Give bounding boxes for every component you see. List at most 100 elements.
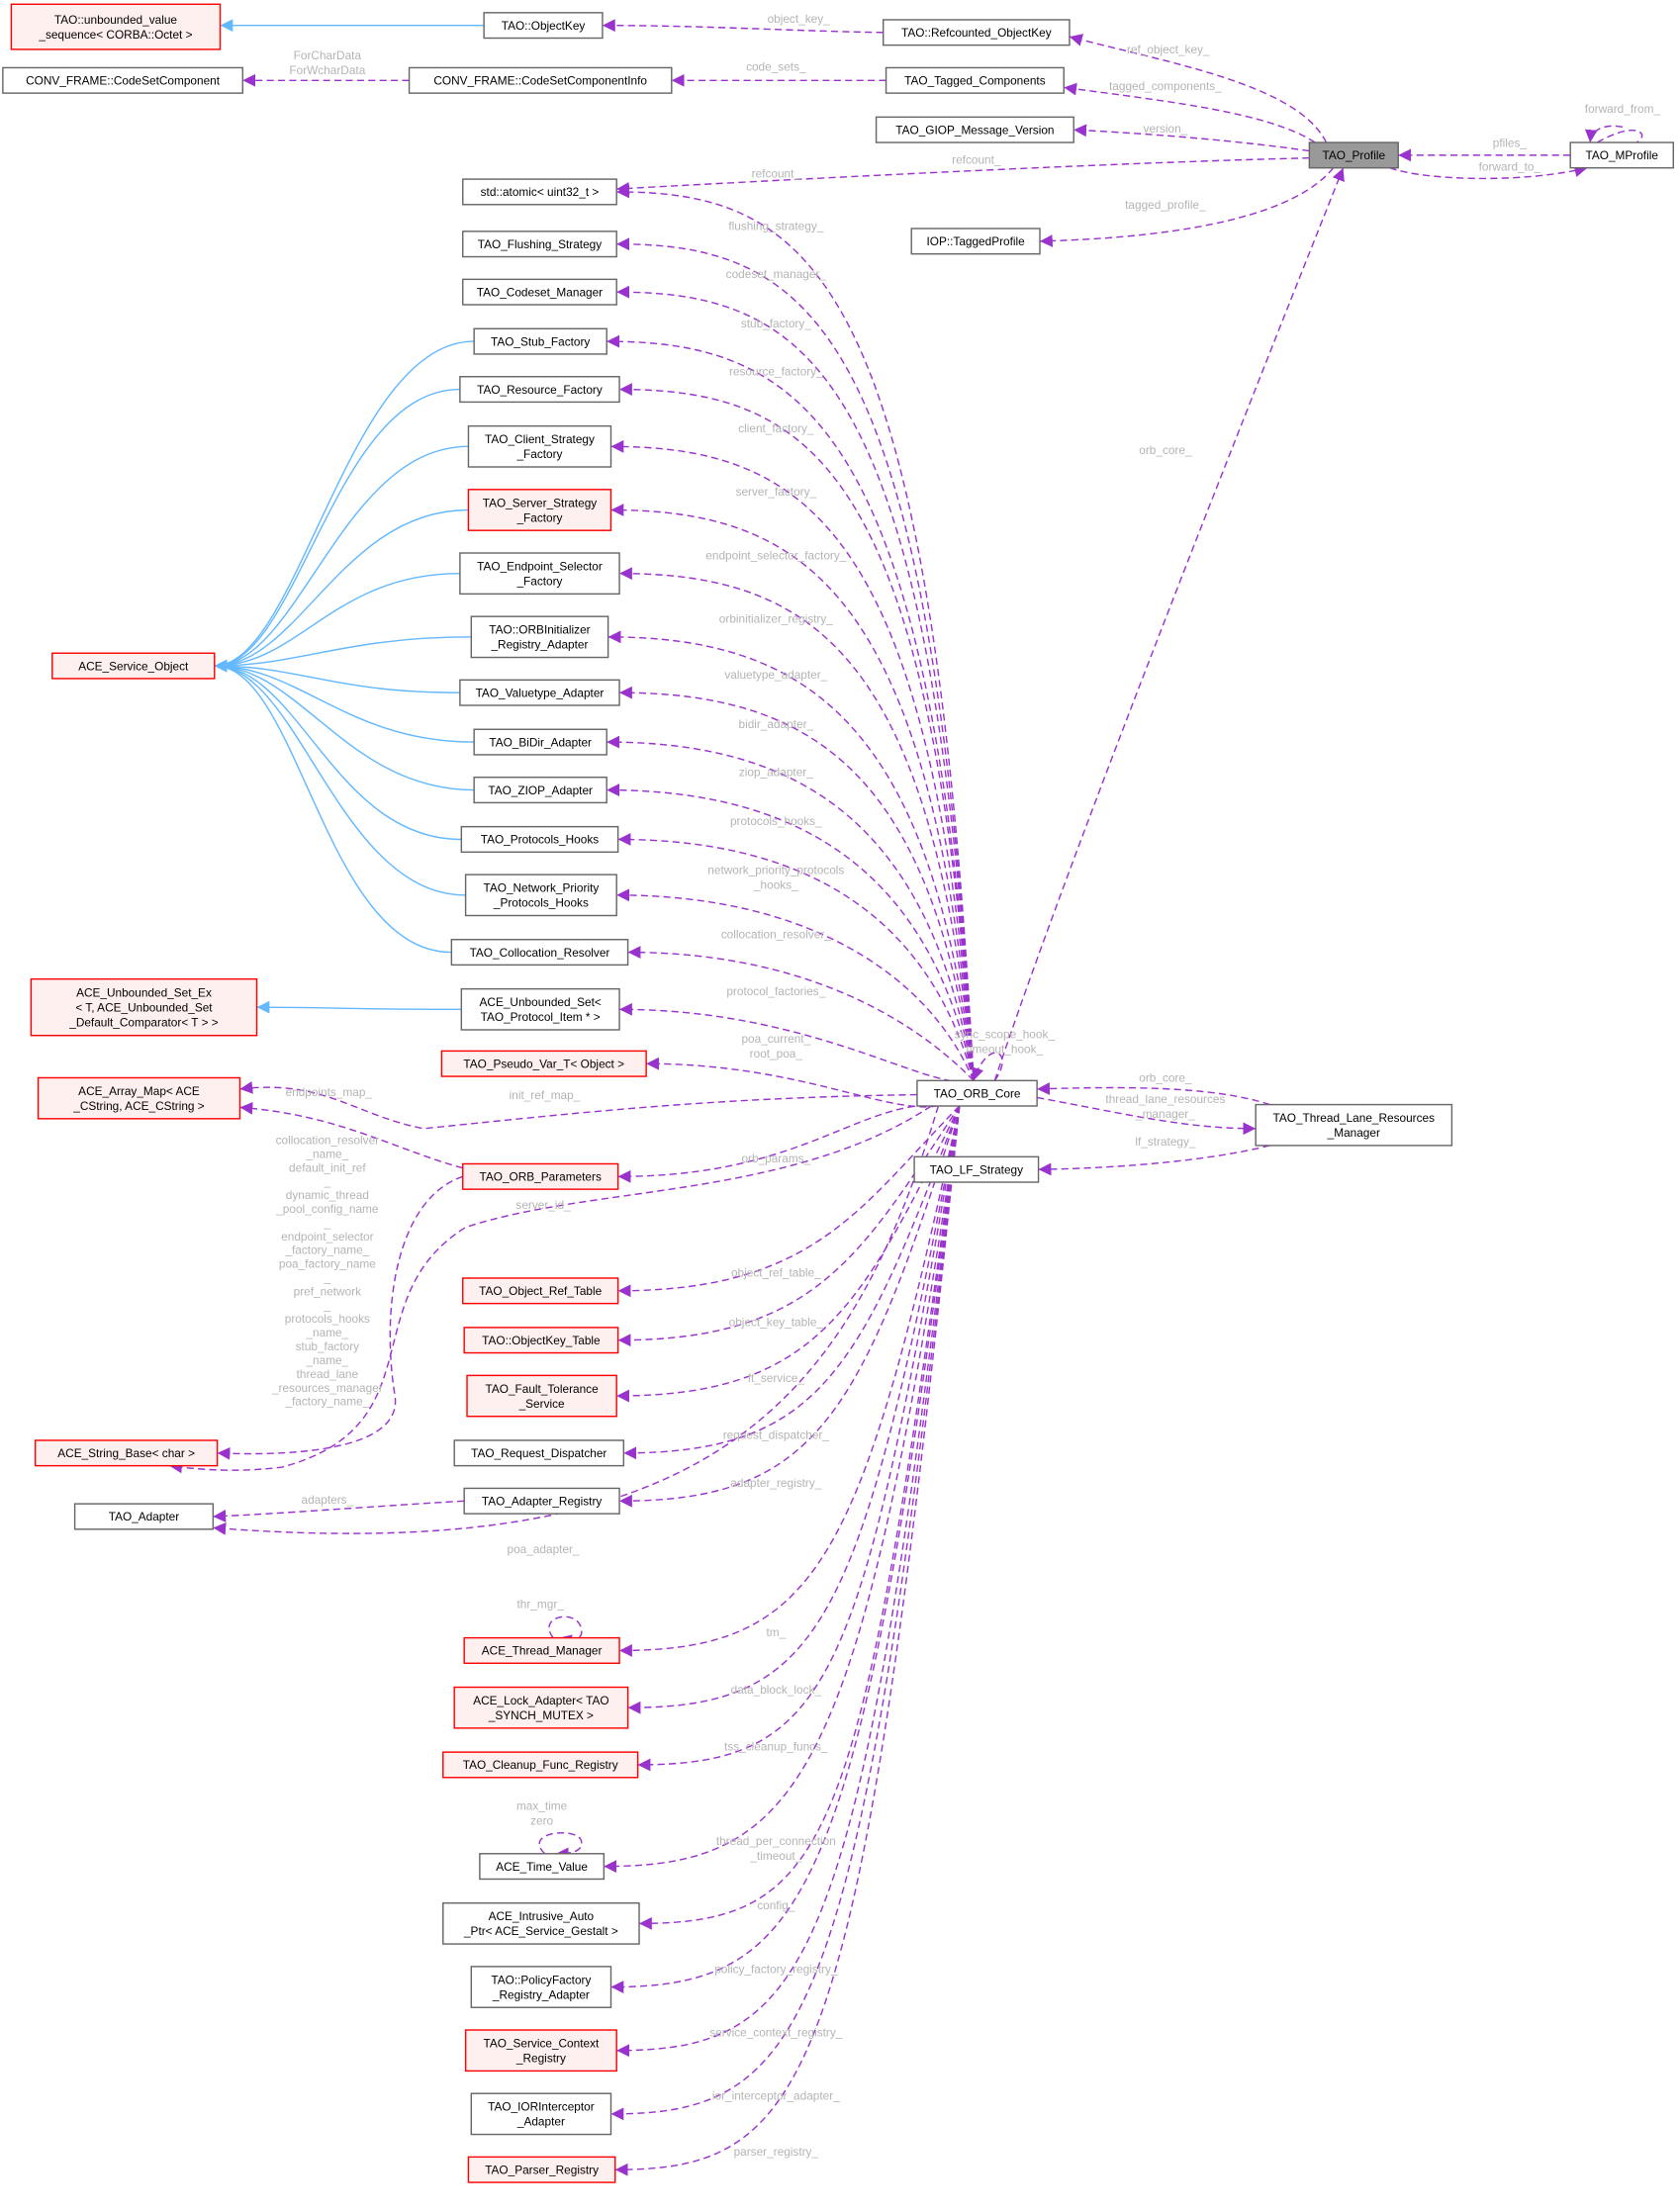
class-node-label: TAO::PolicyFactory xyxy=(491,1973,591,1986)
class-node-refcounted[interactable]: TAO::Refcounted_ObjectKey xyxy=(882,19,1071,46)
member-edge xyxy=(1069,34,1328,143)
class-node-cleanup[interactable]: TAO_Cleanup_Func_Registry xyxy=(442,1751,639,1779)
class-node-label: TAO_Thread_Lane_Resources xyxy=(1273,1111,1436,1125)
class-node-lockadapter[interactable]: ACE_Lock_Adapter< TAO_SYNCH_MUTEX > xyxy=(453,1686,629,1729)
class-node-profile[interactable]: TAO_Profile xyxy=(1308,141,1399,169)
edge-label: policy_factory_registry_ xyxy=(714,1962,838,1976)
class-node-objreftable[interactable]: TAO_Object_Ref_Table xyxy=(462,1277,619,1305)
class-node-label: TAO_Collocation_Resolver xyxy=(470,946,610,960)
class-node-uset[interactable]: ACE_Unbounded_Set<TAO_Protocol_Item * > xyxy=(460,987,620,1031)
class-node-label: TAO_Protocol_Item * > xyxy=(481,1010,601,1024)
inheritance-edge xyxy=(214,659,452,954)
class-node-csc[interactable]: CONV_FRAME::CodeSetComponent xyxy=(2,66,244,94)
class-node-iorinterceptor[interactable]: TAO_IORInterceptor_Adapter xyxy=(470,2092,612,2136)
member-edge xyxy=(607,630,975,1081)
edge-label: thread_lane_resources xyxy=(1105,1092,1225,1106)
edges xyxy=(169,19,1643,2176)
class-node-tlrm[interactable]: TAO_Thread_Lane_Resources_Manager xyxy=(1255,1103,1453,1147)
class-node-server[interactable]: TAO_Server_Strategy_Factory xyxy=(467,489,612,531)
class-node-label: TAO_BiDir_Adapter xyxy=(489,735,592,749)
class-node-label: IOP::TaggedProfile xyxy=(926,234,1025,248)
class-node-parser[interactable]: TAO_Parser_Registry xyxy=(467,2156,616,2183)
class-node-stub[interactable]: TAO_Stub_Factory xyxy=(473,327,607,355)
edge-label: config_ xyxy=(757,1898,795,1912)
class-node-giop[interactable]: TAO_GIOP_Message_Version xyxy=(875,116,1074,143)
edge-label: _resources_manager xyxy=(271,1381,383,1395)
class-node-label: _sequence< CORBA::Octet > xyxy=(38,28,192,42)
class-node-codeset[interactable]: TAO_Codeset_Manager xyxy=(462,278,617,306)
class-node-serviceobj[interactable]: ACE_Service_Object xyxy=(51,652,216,680)
class-node-protohooks[interactable]: TAO_Protocols_Hooks xyxy=(460,825,619,854)
edge-label: flushing_strategy_ xyxy=(728,219,823,232)
class-node-pseudo[interactable]: TAO_Pseudo_Var_T< Object > xyxy=(440,1050,647,1077)
edge-label: collocation_resolver_ xyxy=(721,927,832,941)
class-node-mprofile[interactable]: TAO_MProfile xyxy=(1569,141,1674,169)
class-node-label: TAO_GIOP_Message_Version xyxy=(895,123,1054,137)
class-node-cscinfo[interactable]: CONV_FRAME::CodeSetComponentInfo xyxy=(408,66,673,94)
edge-label: network_priority_protocols xyxy=(707,863,844,876)
class-node-reqdisp[interactable]: TAO_Request_Dispatcher xyxy=(453,1439,625,1467)
edge-label: protocol_factories_ xyxy=(726,984,825,998)
member-edge xyxy=(1039,167,1335,247)
inheritance-edge xyxy=(214,636,472,673)
class-node-colloc[interactable]: TAO_Collocation_Resolver xyxy=(450,939,629,967)
class-node-servicectx[interactable]: TAO_Service_Context_Registry xyxy=(464,2029,617,2073)
class-node-stringbase[interactable]: ACE_String_Base< char > xyxy=(34,1439,219,1467)
class-node-orbparams[interactable]: TAO_ORB_Parameters xyxy=(462,1162,619,1190)
edge-label: orbinitializer_registry_ xyxy=(719,612,833,626)
edge-label: adapter_registry_ xyxy=(730,1476,821,1490)
class-node-thrmgr[interactable]: ACE_Thread_Manager xyxy=(463,1636,620,1664)
class-node-taggedprofile[interactable]: IOP::TaggedProfile xyxy=(910,228,1041,255)
edge-label: ziop_adapter_ xyxy=(739,765,813,779)
class-node-adapreg[interactable]: TAO_Adapter_Registry xyxy=(463,1487,620,1515)
class-node-valuetype[interactable]: TAO_Valuetype_Adapter xyxy=(459,679,620,706)
member-edge xyxy=(617,833,975,1081)
class-node-atomic[interactable]: std::atomic< uint32_t > xyxy=(462,178,617,206)
member-edge xyxy=(610,439,975,1081)
class-node-label: TAO_Protocols_Hooks xyxy=(481,833,600,847)
edge-label: tm_ xyxy=(766,1625,786,1639)
member-edge xyxy=(213,1500,465,1522)
member-edge xyxy=(993,167,1345,1081)
edge-label: dynamic_thread xyxy=(286,1188,369,1202)
class-node-flushing[interactable]: TAO_Flushing_Strategy xyxy=(462,230,617,258)
edge-label: _hooks_ xyxy=(753,877,798,891)
class-node-objkeytable[interactable]: TAO::ObjectKey_Table xyxy=(463,1327,619,1354)
class-node-label: TAO_Object_Ref_Table xyxy=(479,1284,602,1298)
class-node-policyfactory[interactable]: TAO::PolicyFactory_Registry_Adapter xyxy=(470,1966,612,2008)
class-node-bidir[interactable]: TAO_BiDir_Adapter xyxy=(473,728,607,756)
class-node-netprio[interactable]: TAO_Network_Priority_Protocols_Hooks xyxy=(464,874,617,917)
edge-label: endpoint_selector_factory_ xyxy=(705,548,846,562)
member-edge xyxy=(538,1832,583,1861)
class-node-label: ACE_Lock_Adapter< TAO xyxy=(473,1694,608,1707)
class-node-resource[interactable]: TAO_Resource_Factory xyxy=(459,376,620,404)
edge-label: data_block_lock_ xyxy=(731,1683,822,1697)
member-edge xyxy=(610,504,975,1081)
class-node-adapter[interactable]: TAO_Adapter xyxy=(73,1503,215,1530)
class-node-intrusive[interactable]: ACE_Intrusive_Auto_Ptr< ACE_Service_Gest… xyxy=(442,1901,640,1945)
class-node-tagged[interactable]: TAO_Tagged_Components xyxy=(885,66,1065,94)
edge-label: valuetype_adapter_ xyxy=(724,668,827,682)
class-node-ziop[interactable]: TAO_ZIOP_Adapter xyxy=(473,777,607,804)
class-node-lf[interactable]: TAO_LF_Strategy xyxy=(913,1155,1040,1183)
class-node-label: TAO_Profile xyxy=(1323,148,1386,162)
class-node-ft[interactable]: TAO_Fault_Tolerance_Service xyxy=(466,1374,617,1418)
edge-label: poa_adapter_ xyxy=(508,1542,580,1556)
class-node-orbcore[interactable]: TAO_ORB_Core xyxy=(916,1079,1038,1107)
edge-label: poa_current_ xyxy=(741,1032,810,1046)
class-node-endpoint[interactable]: TAO_Endpoint_Selector_Factory xyxy=(459,552,620,596)
class-node-client[interactable]: TAO_Client_Strategy_Factory xyxy=(467,424,612,468)
class-node-label: _Registry_Adapter xyxy=(490,638,588,652)
member-edge xyxy=(606,783,975,1081)
class-node-objectkey[interactable]: TAO::ObjectKey xyxy=(483,12,604,40)
edge-label: refcount_ xyxy=(752,167,801,181)
class-node-timevalue[interactable]: ACE_Time_Value xyxy=(479,1853,606,1881)
edge-label: object_key_ xyxy=(768,12,831,26)
class-node-label: TAO::ObjectKey_Table xyxy=(482,1334,601,1347)
class-node-unbounded[interactable]: TAO::unbounded_value_sequence< CORBA::Oc… xyxy=(10,3,222,50)
class-node-arraymap[interactable]: ACE_Array_Map< ACE_CString, ACE_CString … xyxy=(37,1076,241,1120)
class-node-label: TAO_Resource_Factory xyxy=(477,383,603,397)
class-node-orbinit[interactable]: TAO::ORBInitializer_Registry_Adapter xyxy=(470,615,609,659)
class-node-usetex[interactable]: ACE_Unbounded_Set_Ex< T, ACE_Unbounded_S… xyxy=(30,977,258,1037)
edge-label: sync_scope_hook_ xyxy=(955,1028,1056,1042)
